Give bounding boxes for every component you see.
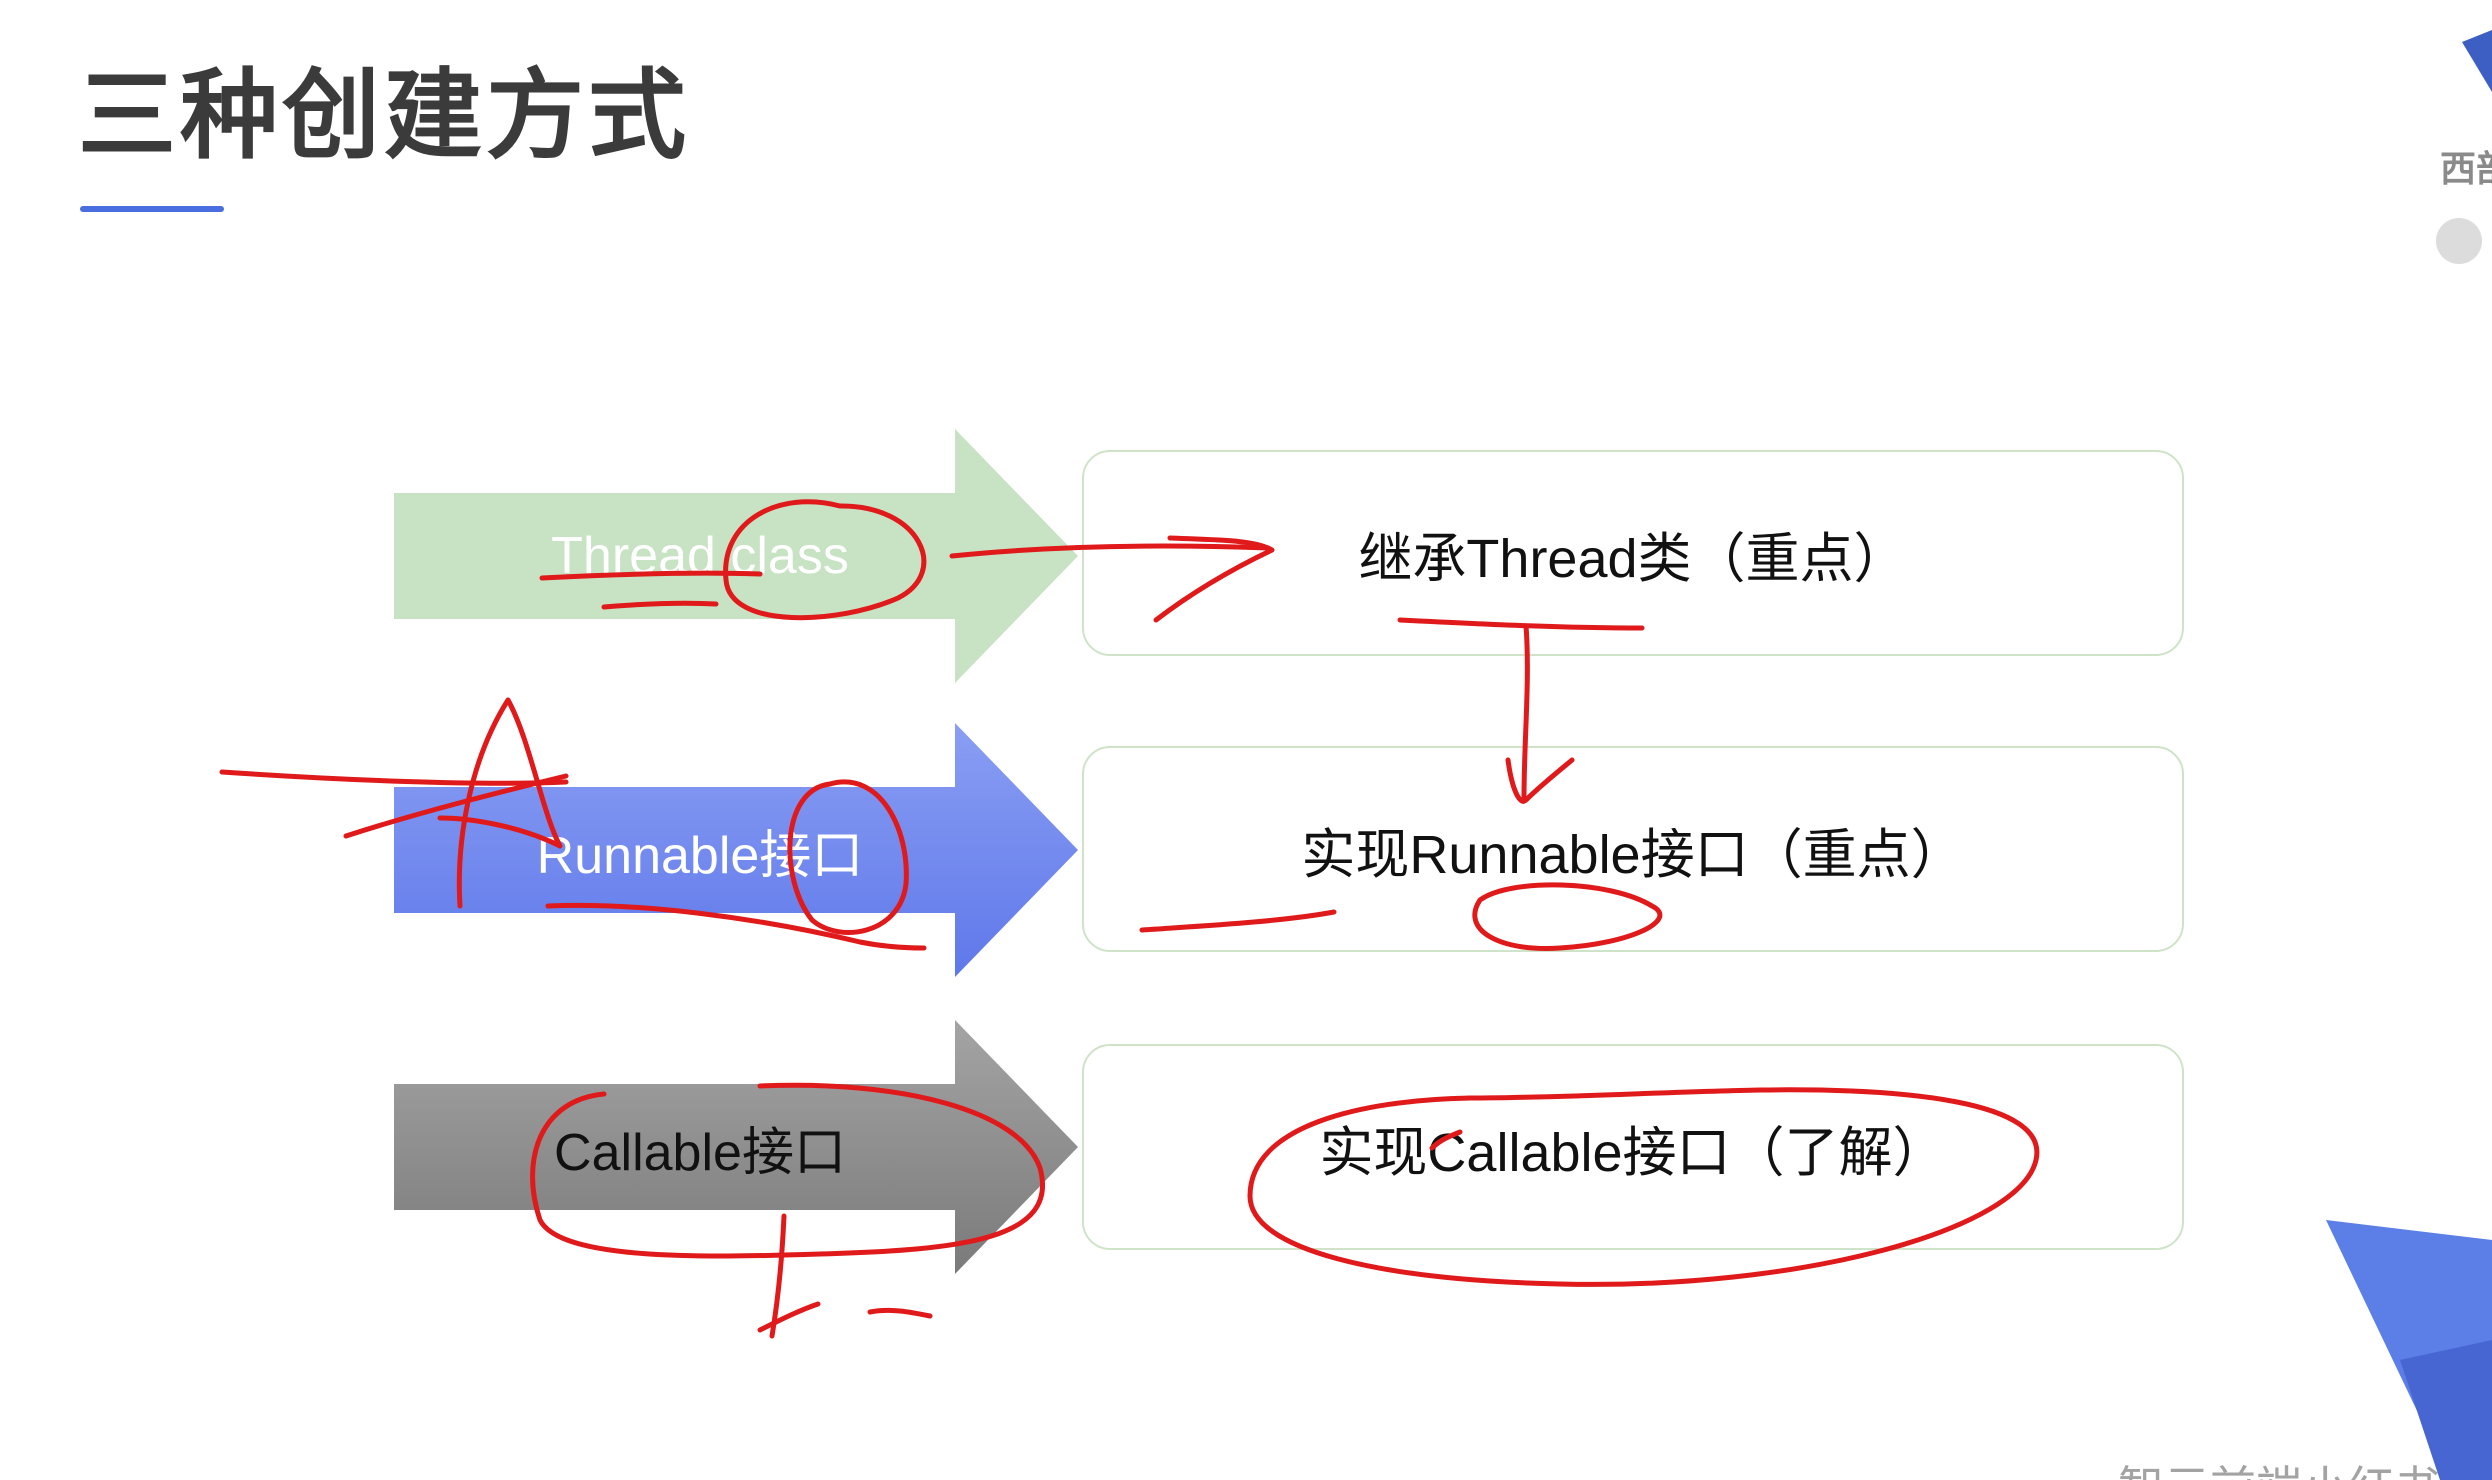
slide-title: 三种创建方式 <box>78 59 691 173</box>
arrow-thread-class: Thread class <box>390 425 1080 687</box>
description-box-callable: 实现Callable接口（了解） <box>1082 1044 2184 1250</box>
status-dot-icon <box>2436 218 2482 264</box>
arrow-label-runnable: Runnable接口 <box>536 826 864 885</box>
arrow-label-thread: Thread class <box>551 527 849 585</box>
description-box-thread: 继承Thread类（重点） <box>1082 450 2184 656</box>
side-brand-text: 西部 <box>2440 149 2492 190</box>
arrow-label-callable: Callable接口 <box>554 1123 846 1182</box>
corner-decoration-icon <box>2326 1220 2492 1480</box>
tick-callable <box>757 1301 821 1333</box>
arrow-callable-interface: Callable接口 <box>390 1016 1080 1278</box>
watermark-text: 智元前端小红书 <box>2118 1452 2440 1480</box>
brand-chevron-icon <box>2462 30 2492 92</box>
arrow-shape-runnable <box>394 723 1078 977</box>
title-underline <box>80 206 224 212</box>
dash-callable <box>867 1307 933 1319</box>
arrow-runnable-interface: Runnable接口 <box>390 719 1080 981</box>
description-box-runnable: 实现Runnable接口（重点） <box>1082 746 2184 952</box>
